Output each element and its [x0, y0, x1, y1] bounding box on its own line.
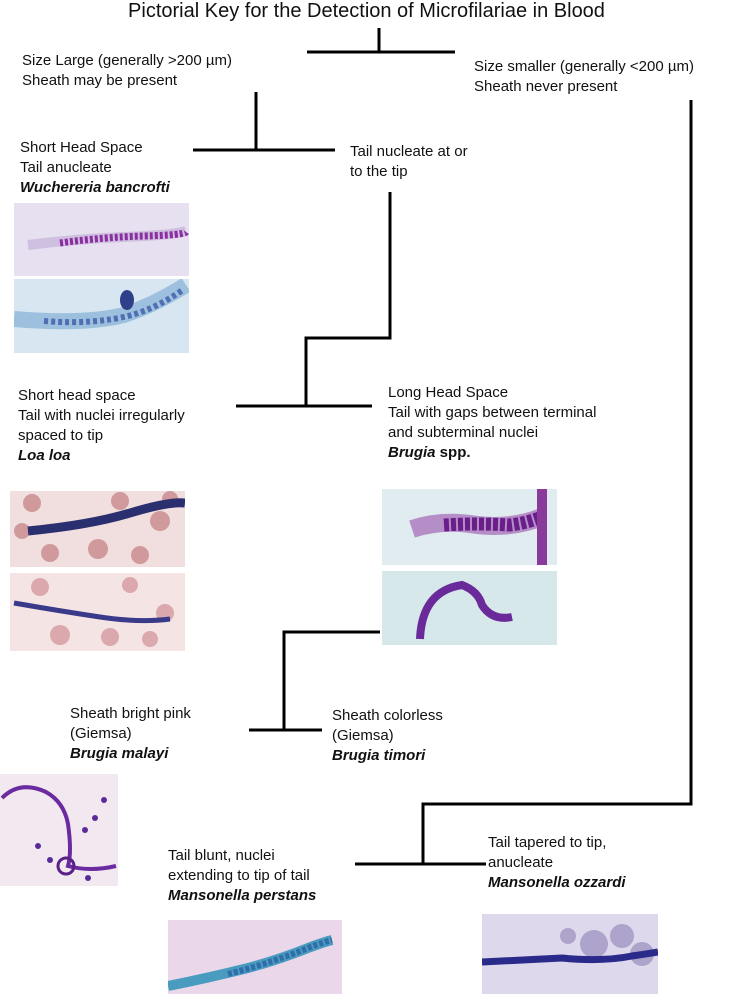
- loa-micrograph-1: [10, 491, 185, 567]
- species-name: Brugia: [388, 444, 436, 461]
- node-mansonella-perstans: Tail blunt, nuclei extending to tip of t…: [168, 846, 316, 906]
- species-name: Brugia timori: [332, 747, 426, 764]
- page-title: Pictorial Key for the Detection of Micro…: [128, 0, 605, 22]
- node-brugia-malayi: Sheath bright pink (Giemsa) Brugia malay…: [70, 704, 191, 764]
- node-text: Short head space: [18, 387, 136, 404]
- tail-nucleate-branch: [236, 192, 392, 408]
- brugia-micrograph-1: [382, 489, 557, 565]
- node-text: Short Head Space: [20, 139, 143, 156]
- node-brugia-timori: Sheath colorless (Giemsa) Brugia timori: [332, 706, 443, 766]
- node-text: extending to tip of tail: [168, 867, 310, 884]
- brugia-branch: [249, 630, 380, 732]
- node-mansonella-ozzardi: Tail tapered to tip, anucleate Mansonell…: [488, 833, 626, 893]
- node-text: Tail nucleate at or: [350, 143, 468, 160]
- brugia-malayi-micrograph: [0, 774, 118, 886]
- node-text: and subterminal nuclei: [388, 424, 539, 441]
- wuchereria-micrograph-2: [14, 279, 189, 353]
- loa-micrograph-2: [10, 573, 185, 651]
- node-text: Tail blunt, nuclei: [168, 847, 275, 864]
- species-suffix: spp.: [435, 444, 471, 461]
- node-text: to the tip: [350, 163, 408, 180]
- node-text: spaced to tip: [18, 427, 104, 444]
- node-text: (Giemsa): [70, 725, 132, 742]
- node-text: Sheath bright pink: [70, 705, 191, 722]
- root-branch: [307, 28, 455, 54]
- node-tail-nucleate: Tail nucleate at or to the tip: [350, 142, 468, 182]
- node-text: Sheath never present: [474, 78, 618, 95]
- species-name: Brugia malayi: [70, 745, 169, 762]
- node-text: Tail with gaps between terminal: [388, 404, 597, 421]
- mansonella-perstans-micrograph: [168, 920, 342, 994]
- species-name: Loa loa: [18, 447, 71, 464]
- species-name: Mansonella perstans: [168, 887, 317, 904]
- node-text: Tail anucleate: [20, 159, 112, 176]
- node-text: Size Large (generally >200 µm): [22, 52, 232, 69]
- node-size-large: Size Large (generally >200 µm) Sheath ma…: [22, 51, 232, 91]
- species-name: Mansonella ozzardi: [488, 874, 626, 891]
- node-brugia: Long Head Space Tail with gaps between t…: [388, 383, 596, 463]
- mansonella-ozzardi-micrograph: [482, 914, 658, 994]
- node-text: Tail with nuclei irregularly: [18, 407, 185, 424]
- species-name: Wuchereria bancrofti: [20, 179, 170, 196]
- wuchereria-micrograph-1: [14, 203, 189, 276]
- large-branch: [193, 92, 335, 152]
- node-text: anucleate: [488, 854, 554, 871]
- node-wuchereria: Short Head Space Tail anucleate Wucherer…: [20, 138, 170, 198]
- node-text: Tail tapered to tip,: [488, 834, 607, 851]
- node-text: Size smaller (generally <200 µm): [474, 58, 694, 75]
- node-text: Long Head Space: [388, 384, 509, 401]
- node-size-smaller: Size smaller (generally <200 µm) Sheath …: [474, 57, 694, 97]
- node-loa: Short head space Tail with nuclei irregu…: [18, 386, 185, 466]
- smaller-branch: [355, 100, 693, 866]
- node-text: (Giemsa): [332, 727, 394, 744]
- node-text: Sheath may be present: [22, 72, 178, 89]
- node-text: Sheath colorless: [332, 707, 443, 724]
- brugia-micrograph-2: [382, 571, 557, 645]
